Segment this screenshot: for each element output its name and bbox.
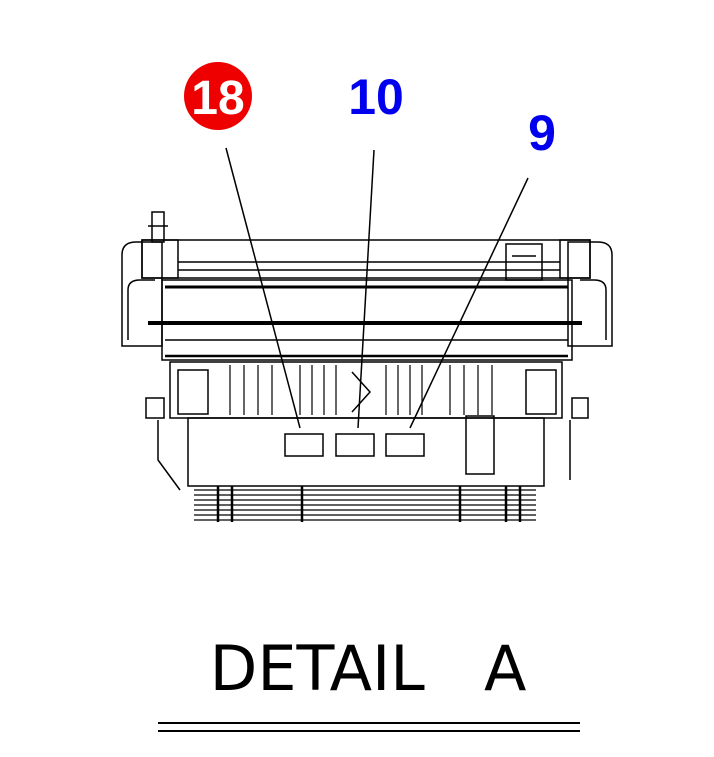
left-hanging-cable — [157, 420, 181, 491]
bottom-fins — [194, 486, 536, 522]
left-clamp — [145, 397, 165, 419]
right-bracket — [465, 415, 495, 475]
vent-slats-right — [385, 365, 493, 415]
main-body — [161, 279, 573, 361]
right-side-housing — [567, 241, 613, 347]
center-arrow-mark — [351, 371, 372, 413]
callout-9-label: 9 — [528, 105, 556, 161]
roller-region — [169, 361, 563, 419]
left-side-housing-inner — [127, 279, 155, 340]
label-plate-9 — [385, 433, 425, 457]
label-plate-10 — [335, 433, 375, 457]
machine-drawing — [121, 211, 613, 522]
detail-title: DETAIL A — [210, 632, 527, 705]
leader-line-9 — [409, 177, 529, 429]
leader-line-18 — [225, 147, 301, 429]
leader-lines — [225, 147, 529, 429]
right-clamp — [571, 397, 589, 419]
right-actuator-body — [559, 239, 591, 279]
left-actuator-stem — [151, 211, 165, 243]
label-plate-18 — [284, 433, 324, 457]
right-roller-end — [525, 369, 557, 415]
vent-slats-left — [229, 365, 337, 415]
lower-box — [187, 417, 545, 487]
left-actuator-body — [141, 239, 179, 279]
callout-18: 18 — [184, 62, 252, 130]
callout-18-label: 18 — [191, 72, 244, 125]
left-roller-end — [177, 369, 209, 415]
right-side-housing-inner — [580, 279, 607, 340]
leader-line-10 — [357, 149, 375, 429]
callout-10-label: 10 — [348, 69, 404, 125]
callout-18-circle — [184, 62, 252, 130]
top-frame — [141, 239, 591, 279]
